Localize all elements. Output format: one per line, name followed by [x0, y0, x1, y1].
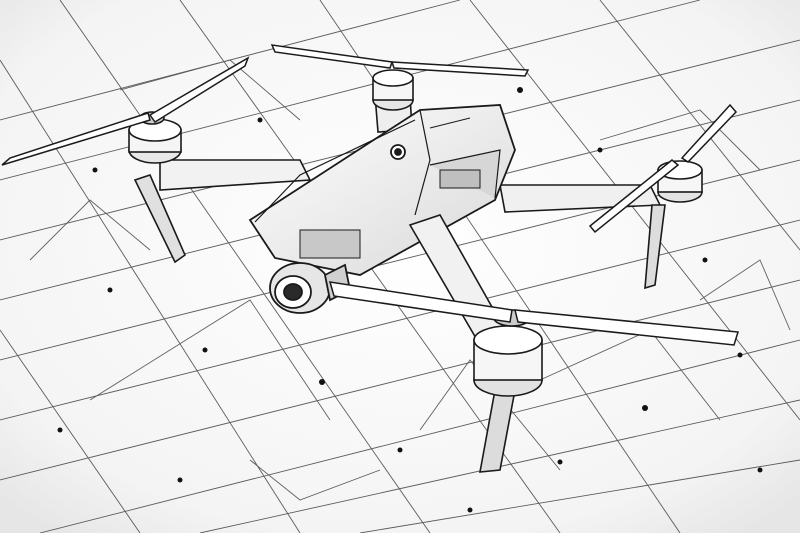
- propeller-right: [588, 103, 738, 234]
- drone-body: [248, 104, 516, 276]
- propeller-rear: [270, 44, 530, 77]
- motor-front-right: [473, 309, 543, 397]
- motor-rear: [372, 69, 414, 111]
- propeller-front-left: [1, 56, 250, 166]
- measurement-dots: [57, 87, 763, 513]
- motor-right: [657, 160, 703, 203]
- propeller-front-right: [328, 281, 739, 346]
- arm-front-left: [133, 159, 312, 264]
